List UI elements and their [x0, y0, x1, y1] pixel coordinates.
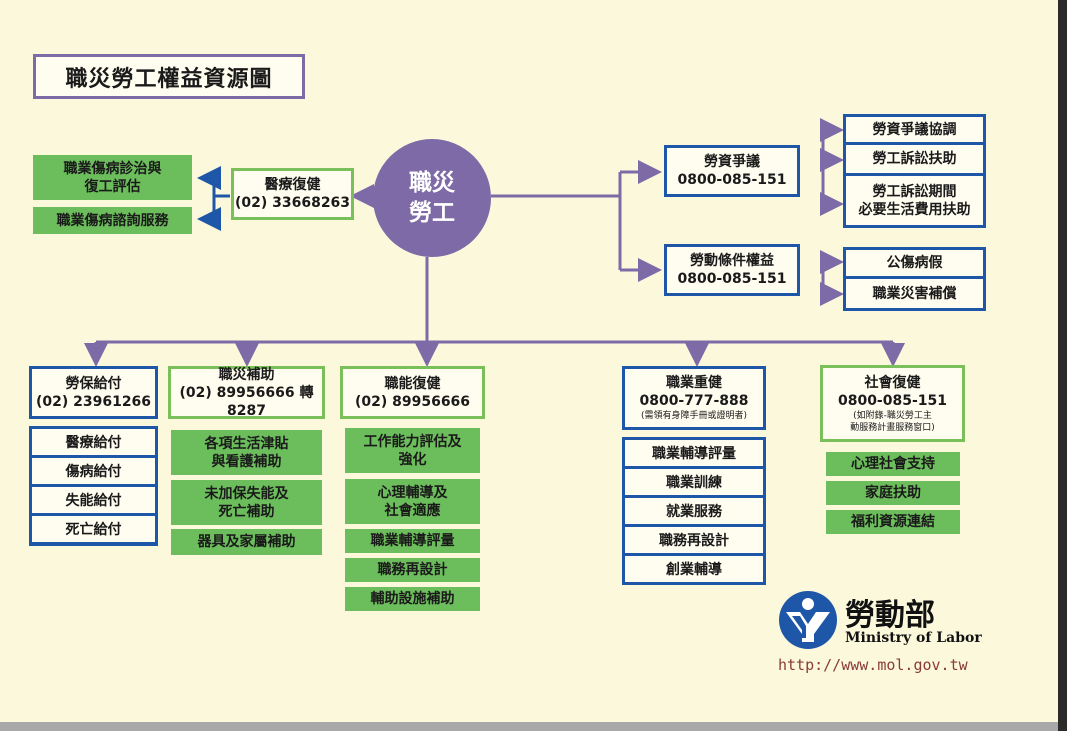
window-right-edge	[1058, 0, 1067, 731]
window-bottom-edge	[0, 722, 1058, 731]
medical-item-1: 職業傷病診治與 復工評估	[33, 155, 192, 200]
social-box: 社會復健 0800-085-151 (如附錄-職災勞工主 動服務計畫服務窗口)	[820, 365, 965, 442]
social-note-1: (如附錄-職災勞工主	[853, 410, 932, 421]
social-item-1: 心理社會支持	[826, 452, 960, 476]
ministry-url[interactable]: http://www.mol.gov.tw	[778, 656, 968, 674]
reemploy-item: 創業輔導	[625, 556, 763, 582]
medical-box: 醫療復健 (02) 33668263	[231, 168, 354, 220]
reemploy-item: 職務再設計	[625, 527, 763, 553]
function-item-1: 工作能力評估及 強化	[345, 428, 480, 473]
subsidy-box: 職災補助 (02) 89956666 轉 8287	[168, 366, 325, 419]
reemploy-box: 職業重健 0800-777-888 (需領有身障手冊或證明者)	[622, 366, 766, 430]
medical-phone: (02) 33668263	[234, 195, 351, 211]
social-name: 社會復健	[864, 374, 921, 391]
ministry-english-name: Ministry of Labor	[845, 630, 982, 646]
reemploy-item: 職業輔導評量	[625, 440, 763, 466]
medical-item-2: 職業傷病諮詢服務	[33, 207, 192, 234]
subsidy-item-2: 未加保失能及 死亡補助	[171, 480, 322, 525]
conditions-phone: 0800-085-151	[677, 271, 787, 287]
conditions-item-2: 職業災害補償	[843, 279, 986, 311]
function-item-2: 心理輔導及 社會適應	[345, 479, 480, 524]
reemploy-item: 職業訓練	[625, 469, 763, 495]
reemploy-note: (需領有身障手冊或證明者)	[640, 411, 748, 421]
insurance-item: 傷病給付	[32, 458, 155, 484]
conditions-box: 勞動條件權益 0800-085-151	[664, 244, 800, 296]
conditions-name: 勞動條件權益	[690, 253, 774, 269]
ministry-name: 勞動部	[845, 598, 935, 633]
reemploy-item: 就業服務	[625, 498, 763, 524]
insurance-phone: (02) 23961266	[35, 393, 152, 410]
dispute-item-1: 勞資爭議協調	[843, 114, 986, 145]
reemploy-items: 職業輔導評量 職業訓練 就業服務 職務再設計 創業輔導	[622, 437, 766, 585]
dispute-phone: 0800-085-151	[677, 172, 787, 188]
insurance-name: 勞保給付	[65, 375, 122, 392]
function-name: 職能復健	[384, 375, 441, 392]
social-note-2: 動服務計畫服務窗口)	[850, 422, 935, 433]
insurance-box: 勞保給付 (02) 23961266	[29, 366, 158, 419]
hub-circle: 職災 勞工	[373, 139, 491, 257]
function-phone: (02) 89956666	[354, 393, 471, 410]
insurance-item: 醫療給付	[32, 429, 155, 455]
subsidy-item-3: 器具及家屬補助	[171, 529, 322, 555]
dispute-item-2: 勞工訴訟扶助	[843, 145, 986, 176]
social-phone: 0800-085-151	[837, 392, 948, 409]
hub-label-line1: 職災	[409, 170, 455, 196]
subsidy-name: 職災補助	[218, 366, 275, 383]
reemploy-name: 職業重健	[666, 375, 722, 391]
medical-name: 醫療復健	[264, 177, 321, 193]
social-item-3: 福利資源連結	[826, 510, 960, 534]
function-item-3: 職業輔導評量	[345, 529, 480, 553]
function-item-4: 職務再設計	[345, 558, 480, 582]
subsidy-phone: (02) 89956666 轉 8287	[179, 384, 314, 419]
insurance-item: 死亡給付	[32, 516, 155, 542]
function-item-5: 輔助設施補助	[345, 587, 480, 611]
conditions-item-1: 公傷病假	[843, 247, 986, 279]
hub-label-line2: 勞工	[409, 200, 455, 226]
ministry-logo-icon	[779, 591, 837, 649]
dispute-box: 勞資爭議 0800-085-151	[664, 145, 800, 197]
subsidy-item-1: 各項生活津貼 與看護補助	[171, 430, 322, 475]
social-item-2: 家庭扶助	[826, 481, 960, 505]
dispute-name: 勞資爭議	[704, 154, 760, 170]
insurance-item: 失能給付	[32, 487, 155, 513]
reemploy-phone: 0800-777-888	[639, 393, 749, 409]
page-title: 職災勞工權益資源圖	[33, 54, 305, 99]
dispute-item-3: 勞工訴訟期間 必要生活費用扶助	[843, 176, 986, 228]
function-box: 職能復健 (02) 89956666	[340, 366, 485, 419]
insurance-items: 醫療給付 傷病給付 失能給付 死亡給付	[29, 426, 158, 546]
